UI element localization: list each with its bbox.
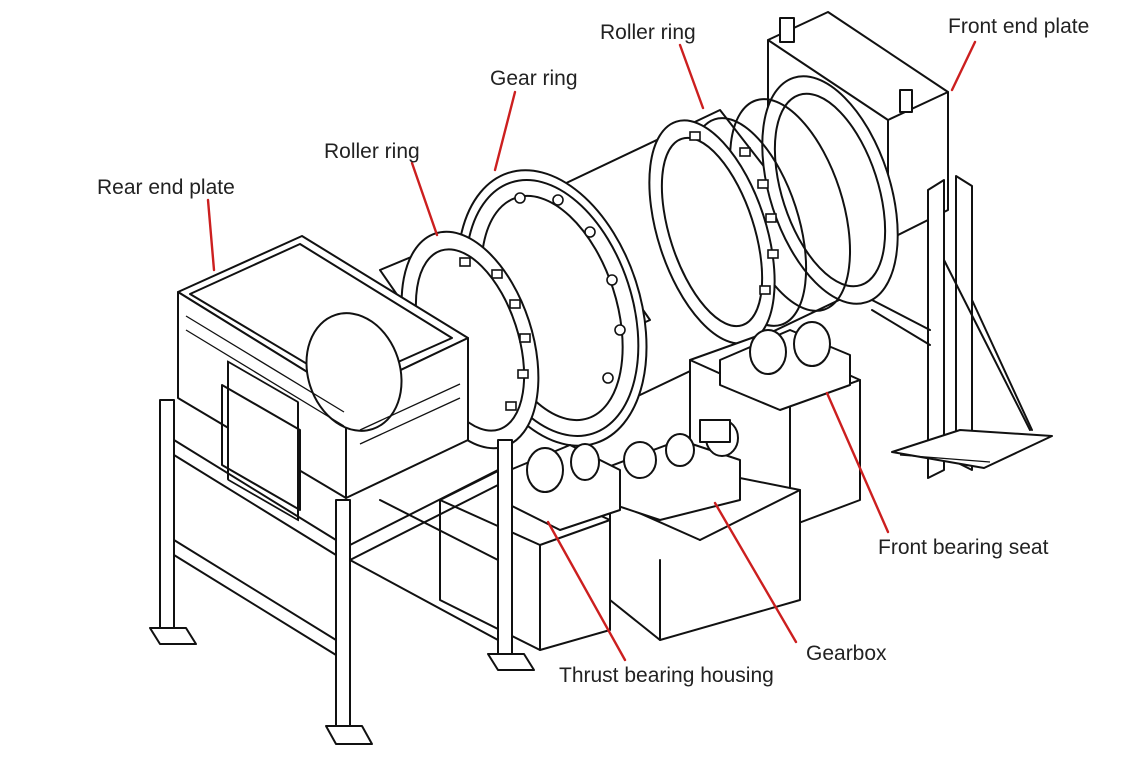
leader-gear-ring bbox=[493, 90, 517, 172]
leader-roller-ring-left bbox=[410, 161, 439, 237]
front-bearing-seat bbox=[719, 321, 851, 411]
gearbox-drive bbox=[599, 419, 741, 521]
leader-thrust-bearing-housing bbox=[546, 520, 627, 662]
label-roller-ring-left: Roller ring bbox=[324, 140, 420, 163]
thrust-bearing-housing bbox=[509, 443, 621, 531]
rear-end-plate-hopper bbox=[177, 235, 469, 522]
leader-lines bbox=[206, 40, 977, 662]
rear-support-frame bbox=[149, 399, 535, 745]
leader-gearbox bbox=[713, 501, 798, 644]
leader-front-bearing-seat bbox=[825, 391, 890, 534]
label-gearbox: Gearbox bbox=[806, 642, 887, 665]
roller-ring-right bbox=[648, 119, 779, 345]
label-roller-ring-right: Roller ring bbox=[600, 21, 696, 44]
leader-rear-end-plate bbox=[206, 198, 216, 272]
label-thrust-bearing-housing: Thrust bearing housing bbox=[559, 664, 774, 687]
leader-front-end-plate bbox=[950, 40, 977, 92]
label-front-end-plate: Front end plate bbox=[948, 15, 1090, 38]
label-gear-ring: Gear ring bbox=[490, 67, 578, 90]
label-front-bearing-seat: Front bearing seat bbox=[878, 536, 1049, 559]
leader-roller-ring-right bbox=[678, 43, 705, 110]
label-rear-end-plate: Rear end plate bbox=[97, 176, 235, 199]
